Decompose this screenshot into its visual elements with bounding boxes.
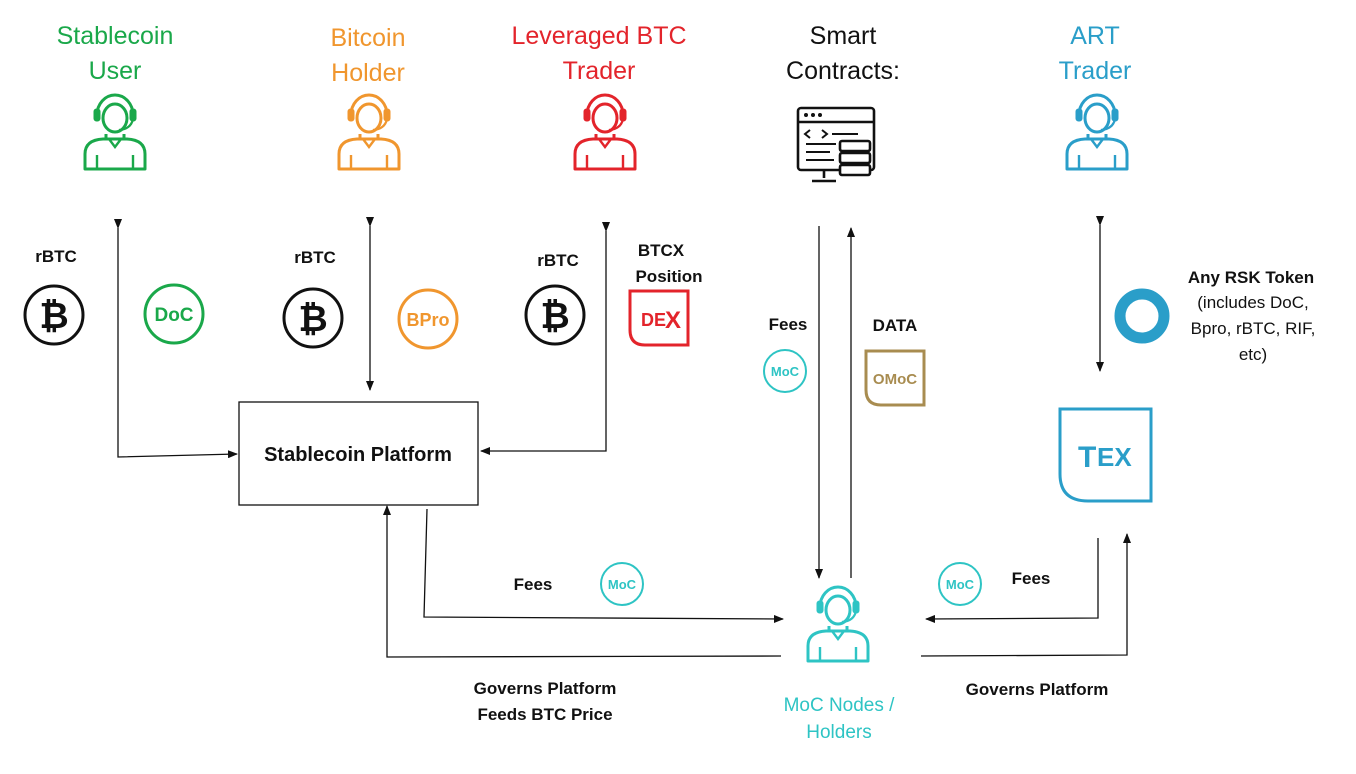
actor-stablecoin-user: Stablecoin User bbox=[57, 22, 174, 171]
actor-title-line2: Holders bbox=[806, 722, 871, 743]
omoc-token-icon: OMoC bbox=[864, 349, 926, 407]
person-icon bbox=[573, 93, 637, 171]
edge-tex-fees-to-nodes bbox=[925, 538, 1099, 623]
actor-title-line2: Contracts: bbox=[786, 57, 900, 85]
actor-title-line1: ART bbox=[1070, 22, 1120, 50]
edge-user-to-platform bbox=[114, 219, 238, 459]
doc-coin-label: DoC bbox=[154, 305, 193, 326]
actor-title-line2: Trader bbox=[563, 57, 636, 85]
stablecoin-platform-box: Stablecoin Platform bbox=[238, 401, 479, 506]
feeds-btc-price-label: Feeds BTC Price bbox=[477, 705, 612, 724]
bitcoin-symbol: ₿ bbox=[39, 295, 68, 336]
rsk-token-ring-icon bbox=[1114, 288, 1170, 344]
any-rsk-token-line2: Bpro, rBTC, RIF, bbox=[1191, 319, 1316, 338]
moc-coin-label: MoC bbox=[946, 577, 975, 592]
actor-title-line1: MoC Nodes / bbox=[784, 695, 896, 716]
actor-title-line2: User bbox=[89, 57, 142, 85]
bitcoin-coin-icon: ₿ bbox=[524, 284, 586, 346]
person-icon bbox=[337, 93, 401, 171]
fees-label: Fees bbox=[1012, 569, 1051, 588]
person-icon bbox=[806, 585, 870, 663]
rbtc-label: rBTC bbox=[294, 248, 336, 267]
stablecoin-platform-label: Stablecoin Platform bbox=[264, 444, 452, 466]
moc-coin-label: MoC bbox=[771, 364, 800, 379]
actor-bitcoin-holder: Bitcoin Holder bbox=[330, 24, 406, 171]
any-rsk-token-line1: (includes DoC, bbox=[1197, 293, 1309, 312]
btcx-position-label-line1: BTCX bbox=[638, 241, 685, 260]
dex-token-label-de: DE bbox=[641, 310, 666, 330]
any-rsk-token-line3: etc) bbox=[1239, 345, 1267, 364]
tex-token-label-ex: EX bbox=[1097, 442, 1132, 472]
bitcoin-coin-icon: ₿ bbox=[282, 287, 344, 349]
moc-coin-icon: MoC bbox=[763, 349, 807, 393]
actor-title-line1: Leveraged BTC bbox=[511, 22, 686, 50]
actor-title-line2: Trader bbox=[1059, 57, 1132, 85]
person-icon bbox=[83, 93, 147, 171]
moc-coin-icon: MoC bbox=[600, 562, 644, 606]
btcx-position-label-line2: Position bbox=[635, 267, 702, 286]
omoc-token-label: OMoC bbox=[873, 371, 917, 388]
actor-title-line2: Holder bbox=[331, 59, 405, 87]
data-label: DATA bbox=[873, 316, 918, 335]
tex-token-label-t: T bbox=[1078, 441, 1096, 474]
dex-token-label-x: X bbox=[665, 307, 681, 334]
actor-moc-nodes-holders: MoC Nodes / Holders bbox=[784, 585, 896, 743]
governs-platform-label: Governs Platform bbox=[474, 679, 617, 698]
bpro-coin-icon: BPro bbox=[397, 288, 459, 350]
bitcoin-coin-icon: ₿ bbox=[23, 284, 85, 346]
edge-nodes-governs-platform bbox=[383, 505, 782, 658]
actor-title-line1: Bitcoin bbox=[330, 24, 405, 52]
rbtc-label: rBTC bbox=[35, 247, 77, 266]
any-rsk-token-title: Any RSK Token bbox=[1188, 268, 1314, 287]
actor-title-line1: Smart bbox=[810, 22, 877, 50]
actor-art-trader: ART Trader bbox=[1059, 22, 1132, 171]
dex-token-icon: DE X bbox=[628, 289, 690, 347]
bitcoin-symbol: ₿ bbox=[540, 295, 569, 336]
server-code-icon bbox=[796, 106, 876, 183]
actor-smart-contracts: Smart Contracts: bbox=[786, 22, 900, 183]
doc-coin-icon: DoC bbox=[143, 283, 205, 345]
moc-coin-label: MoC bbox=[608, 577, 637, 592]
fees-label: Fees bbox=[769, 315, 808, 334]
actor-leveraged-btc-trader: Leveraged BTC Trader bbox=[511, 22, 687, 171]
rbtc-label: rBTC bbox=[537, 251, 579, 270]
actor-title-line1: Stablecoin bbox=[57, 22, 174, 50]
edge-trader-to-platform bbox=[480, 222, 610, 455]
fees-label: Fees bbox=[514, 575, 553, 594]
connectors bbox=[114, 216, 1131, 658]
bpro-coin-label: BPro bbox=[406, 310, 449, 330]
edge-nodes-governs-tex bbox=[920, 533, 1131, 657]
edge-platform-fees-to-nodes bbox=[423, 508, 784, 623]
governs-platform-label: Governs Platform bbox=[966, 680, 1109, 699]
bitcoin-symbol: ₿ bbox=[298, 298, 327, 339]
tex-token-icon: T EX bbox=[1058, 407, 1153, 503]
moc-coin-icon: MoC bbox=[938, 562, 982, 606]
person-icon bbox=[1065, 93, 1129, 171]
